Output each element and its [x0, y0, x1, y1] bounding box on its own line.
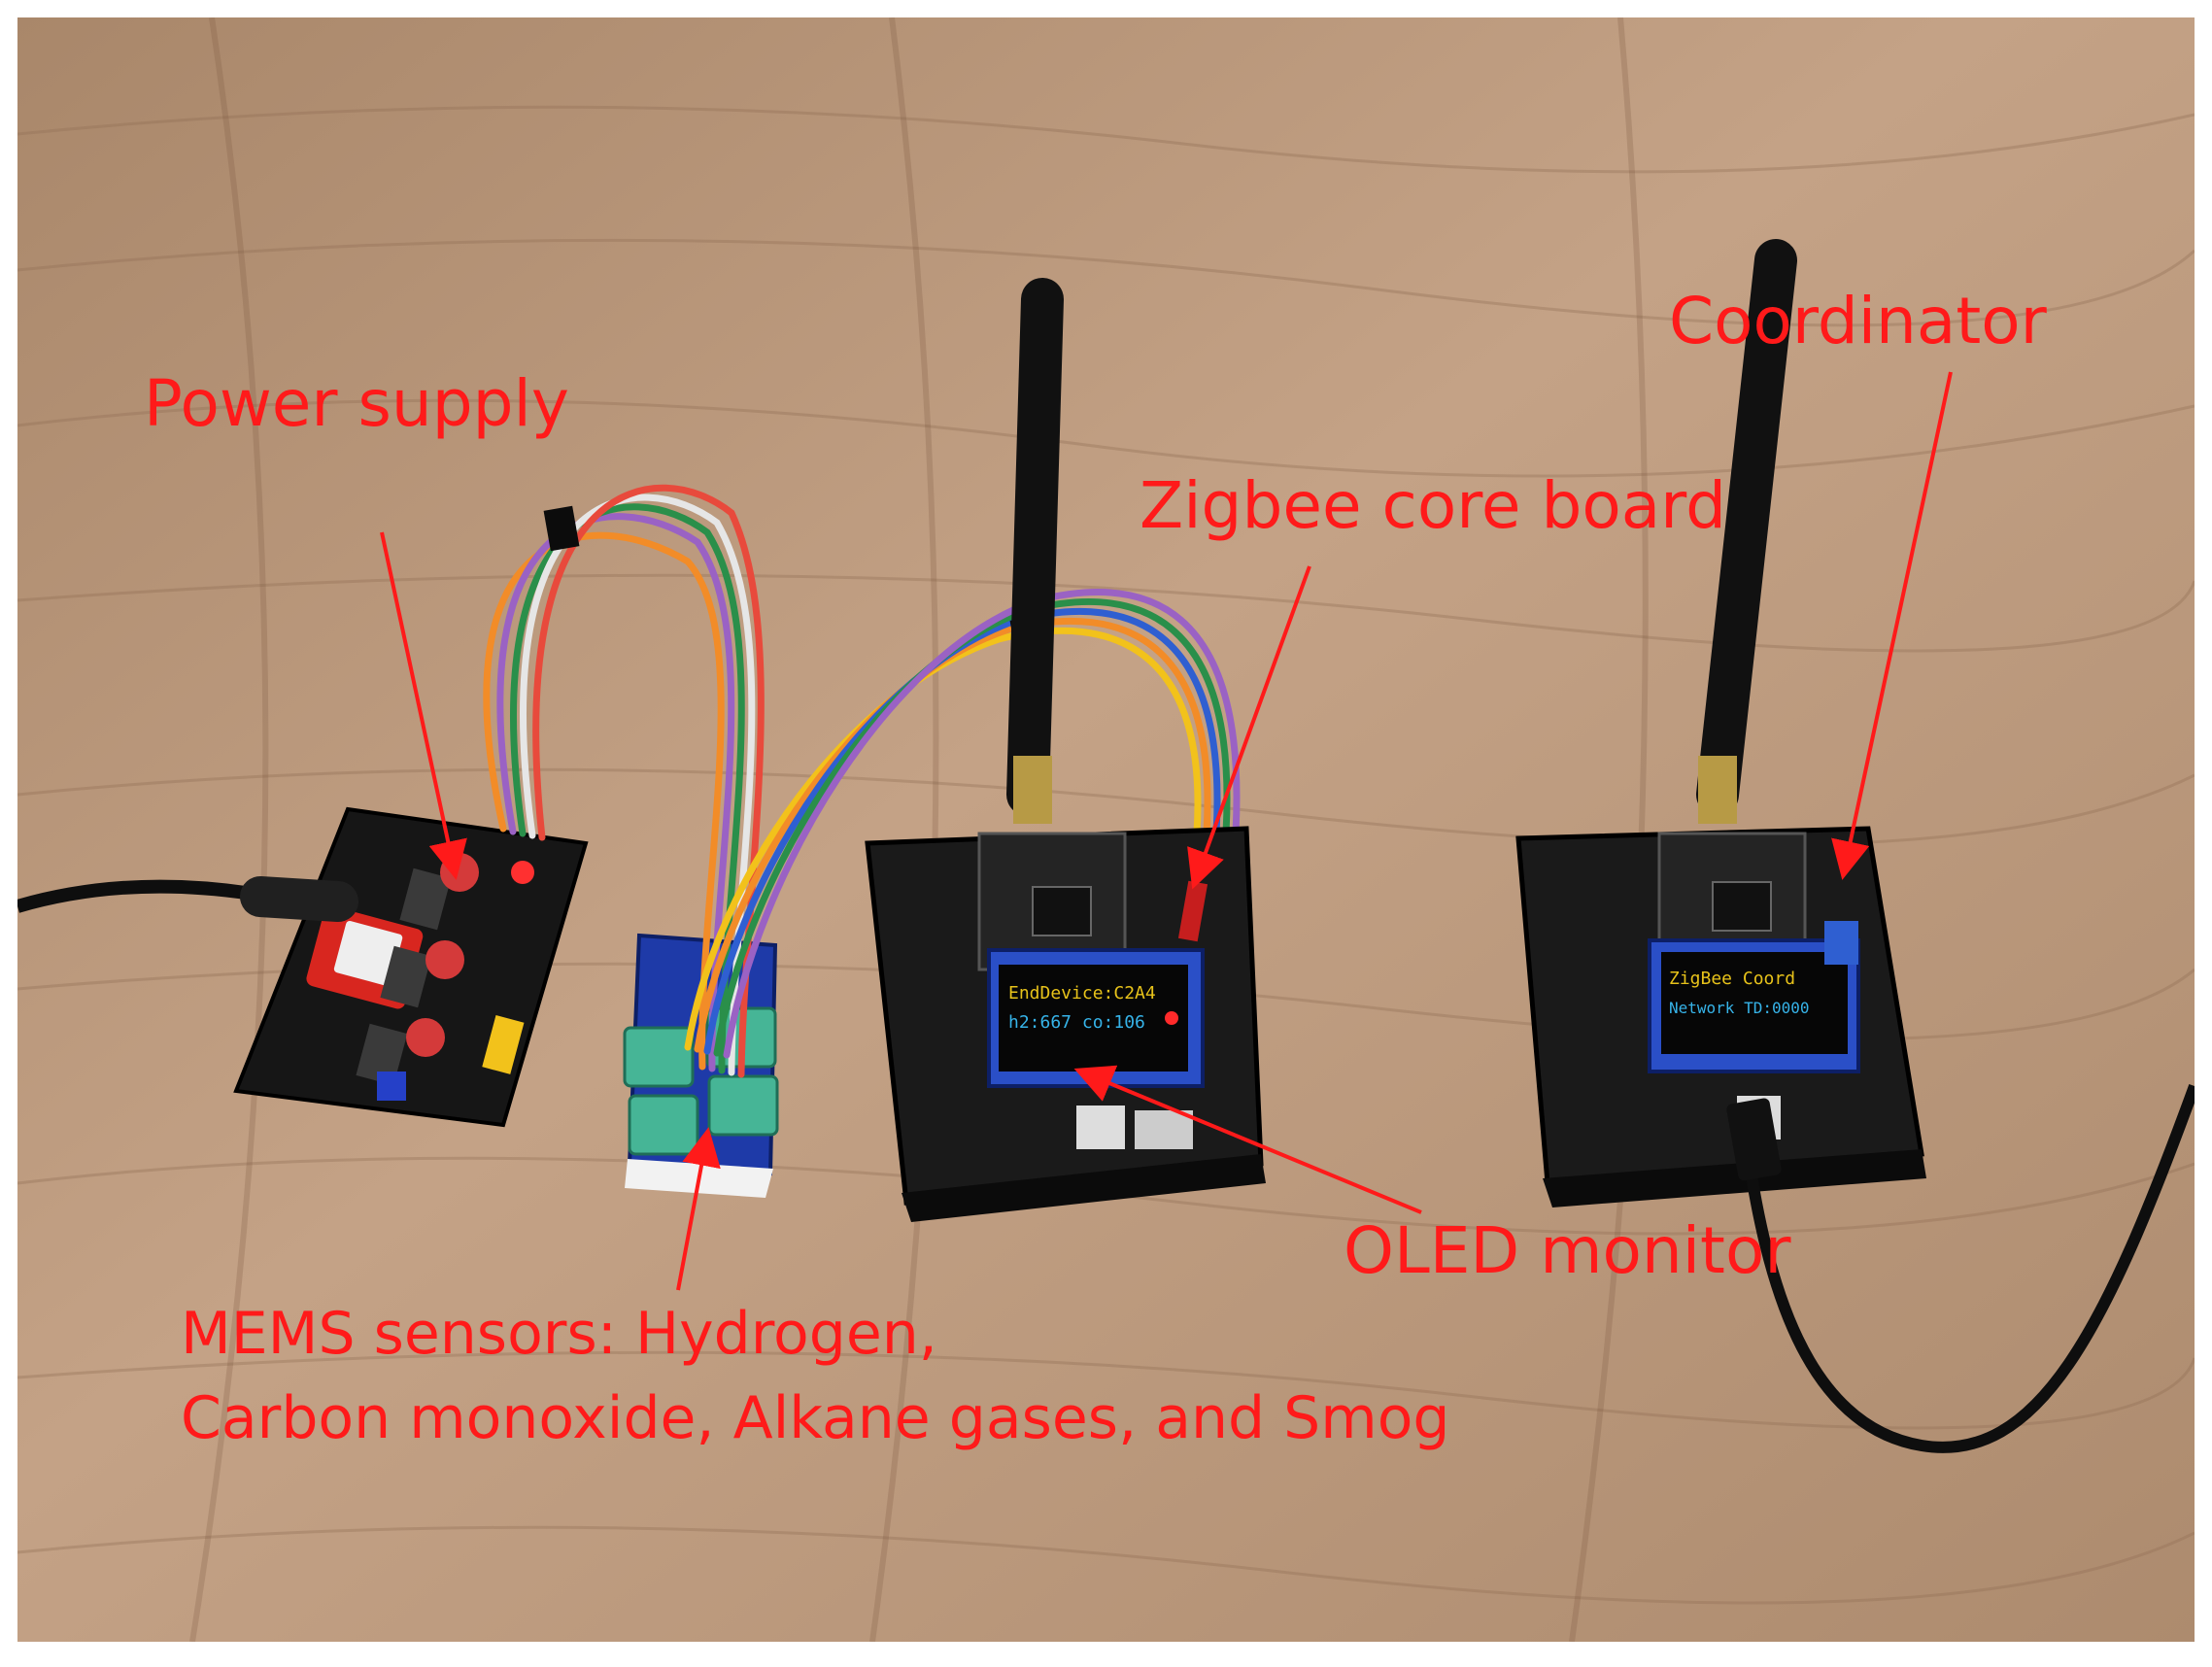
oled-coordinator-line1: ZigBee Coord	[1669, 969, 1795, 989]
wood-grain-dark	[189, 17, 1649, 1642]
antenna-coordinator	[1696, 239, 1797, 816]
arrow-power-supply	[380, 531, 467, 880]
label-mems-line1: MEMS sensors: Hydrogen,	[181, 1300, 937, 1368]
zigbee-coordinator-board: ZigBee Coord Network TD:0000	[1515, 826, 1926, 1208]
label-mems-line2: Carbon monoxide, Alkane gases, and Smog	[181, 1384, 1450, 1452]
wood-grain	[17, 105, 2195, 1605]
usb-plug	[1726, 1098, 1782, 1181]
oled-end-device-line2: h2:667 co:106	[1008, 1012, 1145, 1033]
oled-coordinator-line2: Network TD:0000	[1669, 999, 1810, 1017]
zigbee-end-device-board: EndDevice:C2A4 h2:667 co:106	[865, 826, 1266, 1222]
power-cable	[17, 879, 272, 913]
photo: EndDevice:C2A4 h2:667 co:106 ZigBee Coor…	[17, 17, 2195, 1642]
label-coordinator: Coordinator	[1669, 284, 2048, 358]
usb-cable	[1741, 1083, 2195, 1453]
arrow-zigbee-core-board	[1187, 565, 1311, 890]
label-power-supply: Power supply	[144, 366, 569, 441]
label-oled-monitor: OLED monitor	[1344, 1213, 1791, 1288]
label-zigbee-core-board: Zigbee core board	[1140, 468, 1726, 543]
antenna-connector	[1698, 756, 1737, 824]
antenna-connector	[1013, 756, 1052, 824]
barrel-jack	[240, 876, 358, 922]
arrow-mems-sensors	[676, 1127, 721, 1291]
annotation-arrows	[380, 371, 1953, 1291]
arrow-oled-monitor	[1073, 1065, 1422, 1214]
arrow-coordinator	[1831, 371, 1953, 880]
wire-tie	[543, 505, 580, 552]
oled-end-device-line1: EndDevice:C2A4	[1008, 983, 1156, 1004]
antenna-end-device	[1006, 278, 1064, 816]
